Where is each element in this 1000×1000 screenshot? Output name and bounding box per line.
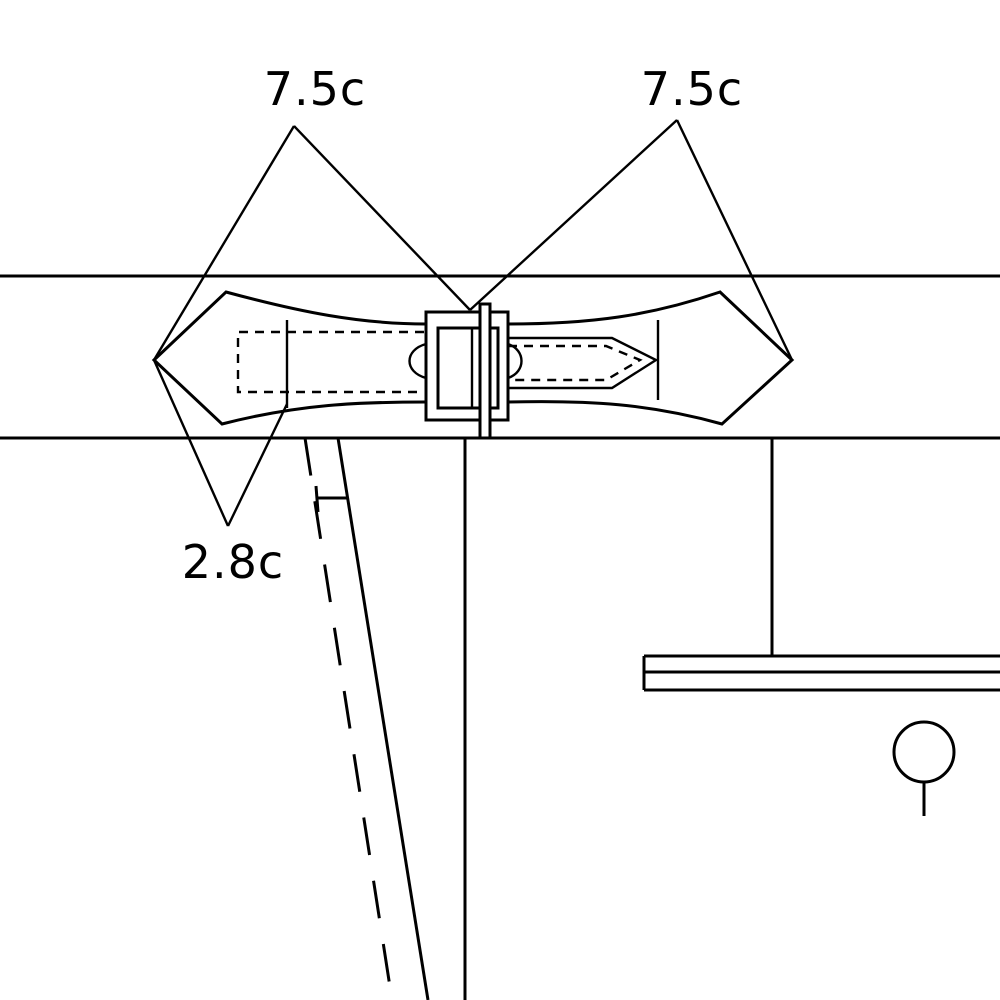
pocket-mark-stem — [314, 485, 320, 513]
dimension-label-top-right: 7.5c — [641, 62, 743, 116]
dimension-label-bottom-left: 2.8c — [182, 535, 284, 589]
pocket-dashed-line — [303, 437, 394, 1000]
leader-top-left-a — [152, 125, 296, 361]
side-seam-line — [336, 437, 430, 1000]
dimension-leaders — [152, 119, 794, 527]
leader-top-right-a — [469, 119, 678, 311]
dimension-label-top-left: 7.5c — [264, 62, 366, 116]
garment-body-lines — [303, 437, 1000, 1000]
belt-tongue-stitch — [508, 344, 643, 382]
leader-bottom-left-a — [152, 359, 230, 527]
button-icon — [892, 720, 956, 784]
leader-top-left-b — [293, 125, 471, 311]
left-buckle-notch — [408, 342, 427, 380]
right-buckle-notch — [507, 342, 523, 380]
waistband — [0, 274, 1000, 440]
belt-tongue-inner — [508, 336, 659, 390]
leader-bottom-left-b — [226, 403, 289, 527]
buckle-prong — [478, 302, 492, 440]
left-strap-stitch — [236, 330, 424, 394]
belt — [151, 290, 795, 440]
leader-top-right-b — [675, 119, 794, 361]
